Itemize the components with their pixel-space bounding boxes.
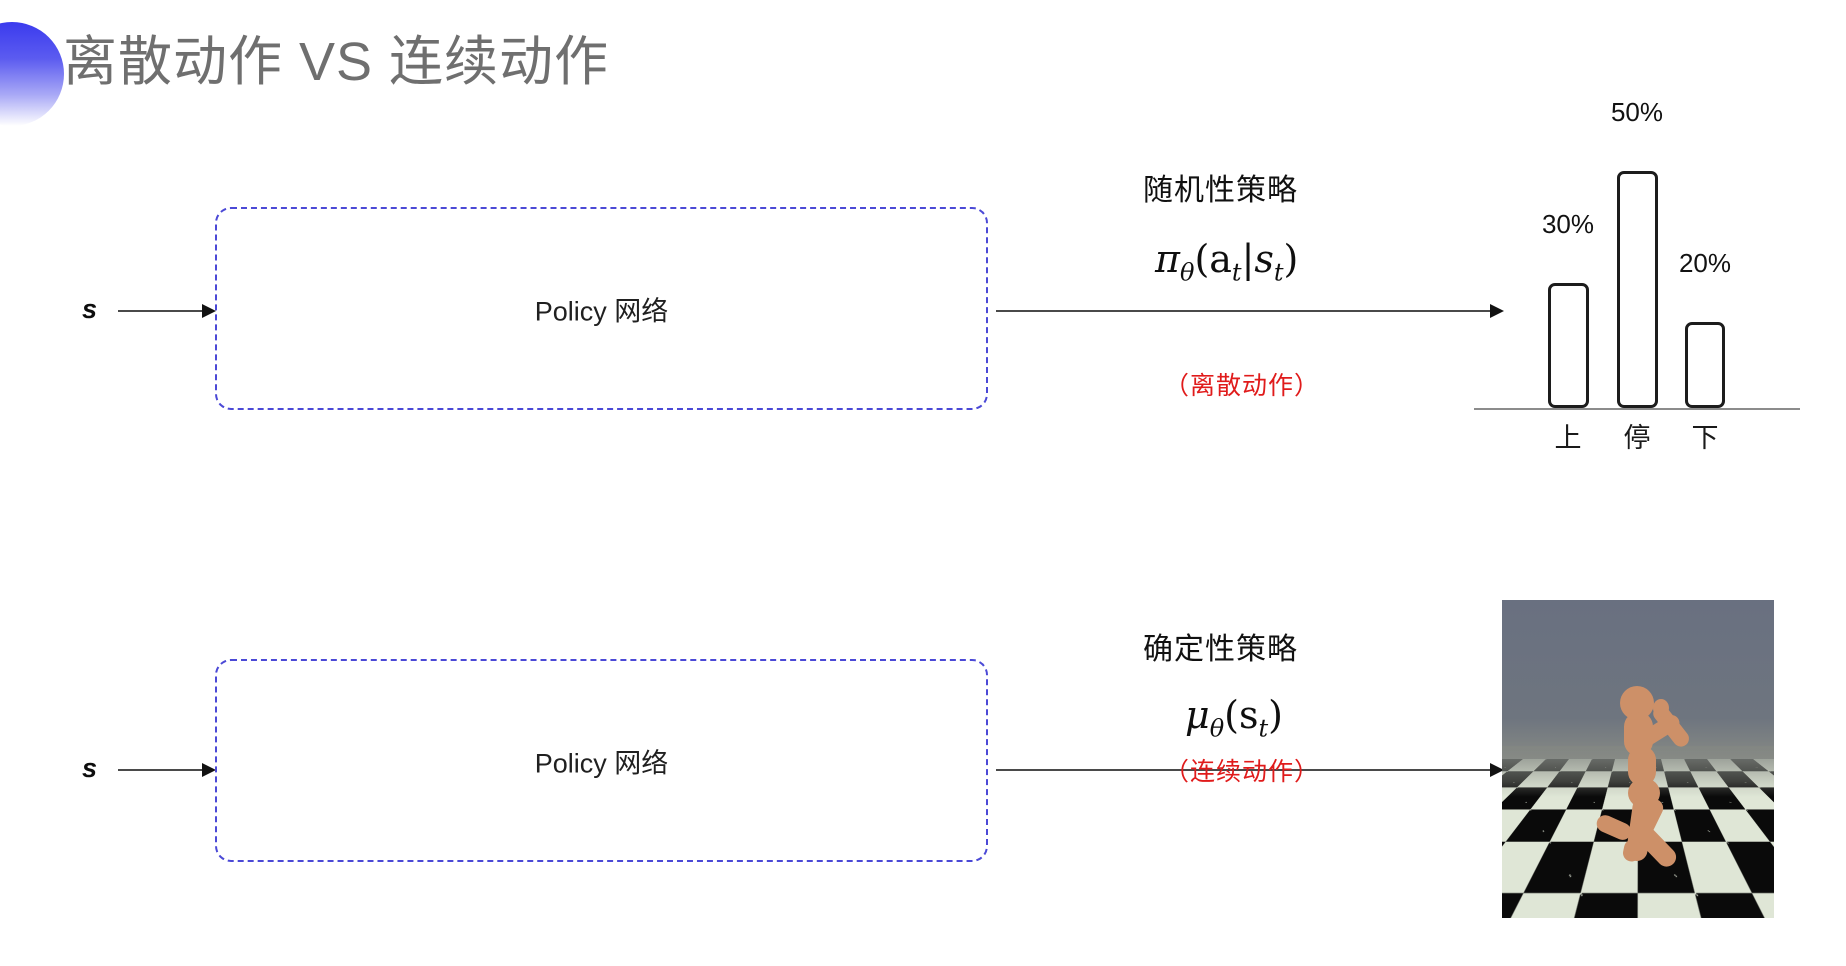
title-bullet-icon [0,22,64,126]
policy-type-label-continuous: 确定性策略 [1143,624,1298,668]
formula-at-subscript: t [1232,259,1242,287]
input-arrow-continuous [118,761,216,779]
humanoid-simulation-image [1502,600,1774,918]
formula-open-paren-2: (s [1224,693,1258,737]
bar-value-1: 50% [1597,97,1677,128]
formula-close-paren-2: ) [1268,693,1283,737]
action-note-discrete: （离散动作） [1164,366,1320,402]
formula-st-subscript-2: t [1258,715,1268,743]
policy-network-label-discrete: Policy 网络 [217,289,986,328]
bar-category-2: 下 [1665,416,1745,455]
action-note-continuous: （连续动作） [1164,752,1320,788]
formula-theta-subscript-2: θ [1210,715,1224,743]
bar-0 [1548,283,1589,408]
formula-given-s: |s [1242,237,1274,281]
policy-network-label-continuous: Policy 网络 [217,741,986,780]
formula-pi-symbol: π [1155,237,1180,281]
input-state-label-discrete: s [82,294,97,325]
formula-st-subscript: t [1274,259,1284,287]
policy-network-box-continuous[interactable]: Policy 网络 [215,659,988,862]
bar-1 [1617,171,1658,408]
bar-2 [1685,322,1725,408]
output-arrow-discrete [996,302,1504,320]
bar-value-2: 20% [1665,248,1745,279]
bar-category-0: 上 [1528,416,1608,455]
policy-type-label-discrete: 随机性策略 [1143,165,1298,209]
chart-baseline-axis [1474,408,1800,410]
probability-bar-chart: 30% 上 50% 停 20% 下 [1474,90,1804,410]
page-title: 离散动作 VS 连续动作 [63,26,609,98]
policy-network-box-discrete[interactable]: Policy 网络 [215,207,988,410]
policy-formula-discrete: πθ(at|st) [1155,237,1298,287]
humanoid-hand [1653,699,1669,717]
formula-mu-symbol: μ [1185,693,1210,737]
policy-formula-continuous: μθ(st) [1185,693,1283,743]
formula-theta-subscript: θ [1180,259,1194,287]
input-arrow-discrete [118,302,216,320]
bar-value-0: 30% [1528,209,1608,240]
formula-close-paren: ) [1284,237,1299,281]
input-state-label-continuous: s [82,753,97,784]
formula-open-paren: (a [1194,237,1231,281]
